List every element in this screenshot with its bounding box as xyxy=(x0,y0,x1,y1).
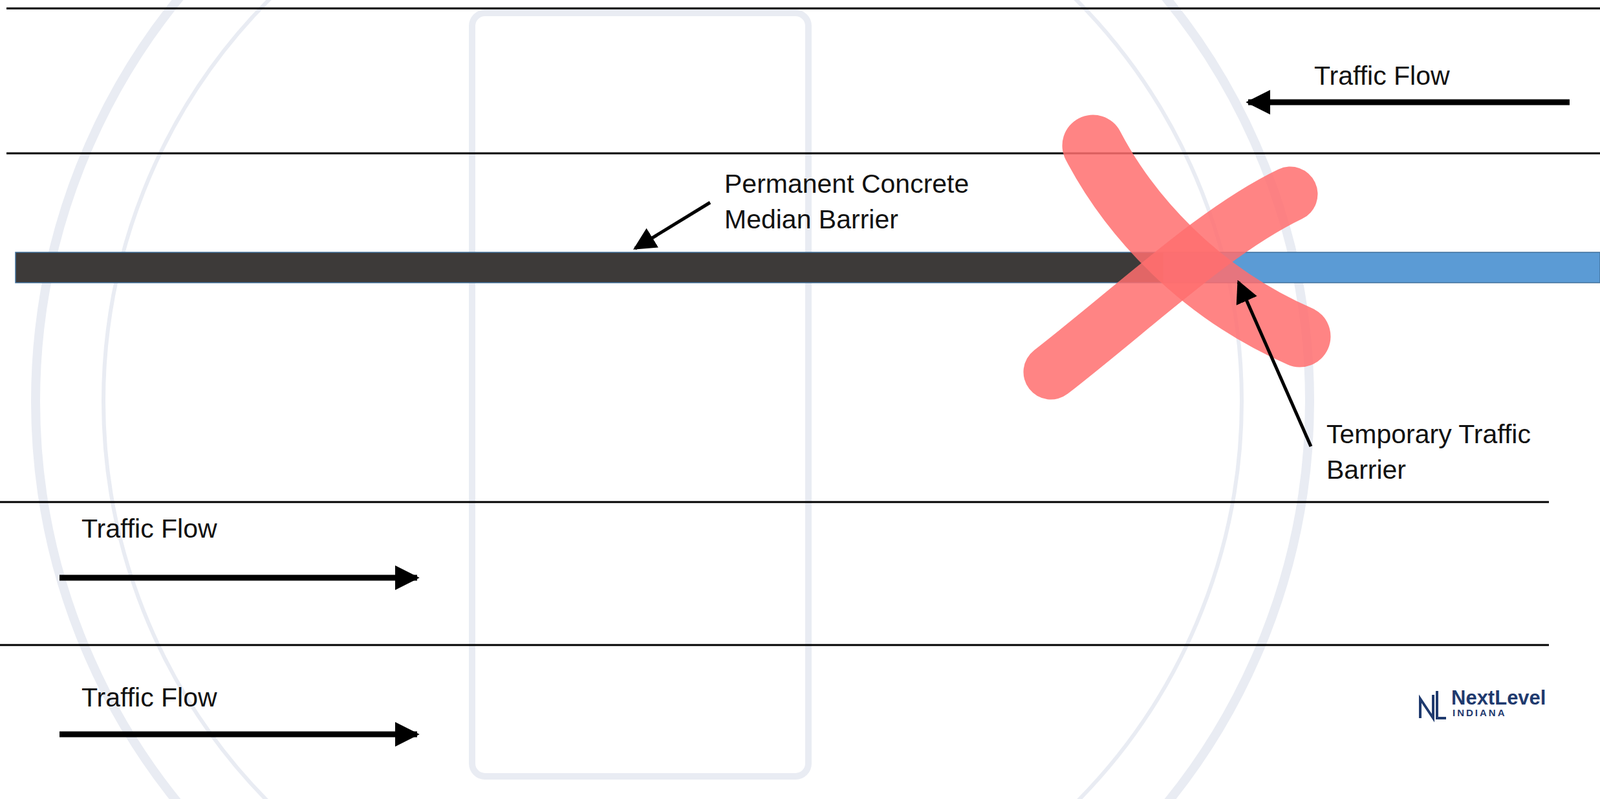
logo-icon xyxy=(1420,690,1447,718)
logo-text: NextLevel xyxy=(1451,686,1546,709)
flow-label: Traffic Flow xyxy=(81,510,218,547)
logo-mark xyxy=(1437,690,1447,718)
lane-line xyxy=(6,152,1600,155)
seal-ring xyxy=(103,0,1242,799)
leader-line xyxy=(635,202,711,249)
lane-line xyxy=(0,501,1549,504)
logo-mark xyxy=(1420,694,1434,718)
x-stroke xyxy=(1050,194,1291,372)
flow-label: Traffic Flow xyxy=(81,679,218,716)
flow-arrow xyxy=(59,731,418,738)
logo-subtext: INDIANA xyxy=(1452,707,1507,719)
barrier-label: Temporary Traffic Barrier xyxy=(1326,416,1534,489)
flow-arrow xyxy=(1248,99,1570,106)
barrier-label: Permanent Concrete Median Barrier xyxy=(724,166,996,238)
watermark-seal xyxy=(35,0,1310,799)
flow-label: Traffic Flow xyxy=(1314,58,1450,94)
flow-arrow xyxy=(59,574,418,581)
permanent-barrier xyxy=(15,252,1164,283)
seal-ring xyxy=(35,0,1310,799)
seal-state-shape xyxy=(472,12,809,777)
lane-line xyxy=(0,644,1549,647)
leader-line xyxy=(1238,281,1311,447)
lane-line xyxy=(6,7,1600,10)
